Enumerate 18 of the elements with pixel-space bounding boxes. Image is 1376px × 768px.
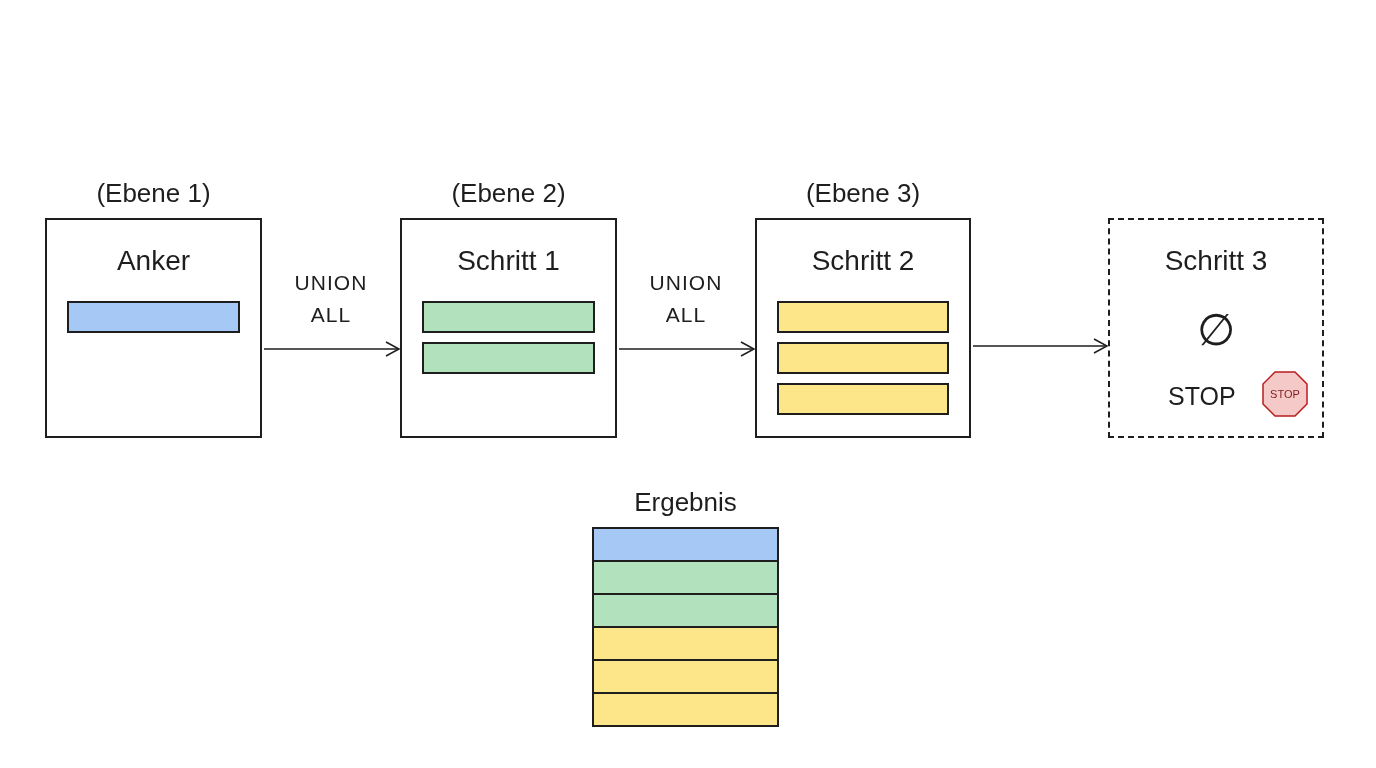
box-title: Schritt 1 bbox=[456, 244, 561, 278]
empty-set-symbol: ∅ bbox=[1196, 308, 1236, 352]
arrow bbox=[972, 338, 1108, 354]
stop-sign bbox=[1261, 370, 1309, 418]
edge-label: UNION ALL bbox=[648, 270, 724, 328]
sign-text: STOP bbox=[1270, 386, 1300, 402]
box-title: Anker bbox=[115, 244, 192, 278]
box-title: Schritt 3 bbox=[1163, 244, 1269, 278]
stop-text: STOP bbox=[1168, 381, 1236, 412]
result-heading: Ergebnis bbox=[633, 486, 738, 519]
level-heading: (Ebene 2) bbox=[450, 177, 567, 210]
box-title: Schritt 2 bbox=[810, 244, 916, 278]
arrow bbox=[263, 341, 400, 357]
dashed-step-box bbox=[1108, 218, 1324, 438]
level-heading: (Ebene 1) bbox=[95, 177, 212, 210]
level-heading: (Ebene 3) bbox=[804, 177, 922, 210]
edge-label: UNION ALL bbox=[293, 270, 369, 328]
arrow bbox=[618, 341, 755, 357]
